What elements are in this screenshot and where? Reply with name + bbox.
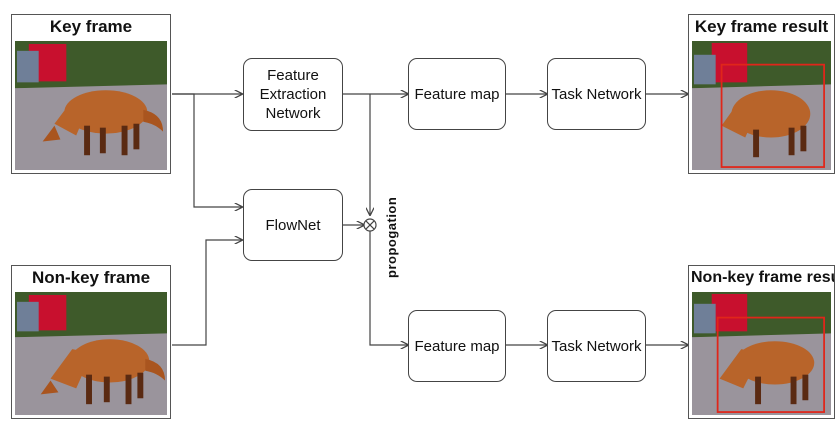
non-key-frame-panel: Non-key frame: [11, 265, 171, 419]
task-network-top-box: Task Network: [547, 58, 646, 130]
flownet-label: FlowNet: [265, 216, 321, 234]
detection-box: [720, 63, 825, 168]
feature-map-top-box: Feature map: [408, 58, 506, 130]
task-network-top-label: Task Network: [551, 85, 642, 103]
flownet-box: FlowNet: [243, 189, 343, 261]
feature-map-top-label: Feature map: [414, 85, 500, 103]
fox-photo-image: [692, 41, 831, 170]
task-network-bottom-label: Task Network: [551, 337, 642, 355]
arrow-nonkey-to-flownet: [172, 240, 242, 346]
fox-photo-image: [15, 41, 167, 170]
fox-photo-image: [15, 292, 167, 415]
task-network-bottom-box: Task Network: [547, 310, 646, 382]
feature-extraction-network-box: Feature Extraction Network: [243, 58, 343, 131]
key-frame-result-title: Key frame result: [694, 17, 829, 36]
key-frame-title: Key frame: [49, 17, 133, 36]
feature-map-bottom-box: Feature map: [408, 310, 506, 382]
non-key-frame-result-panel: Non-key frame result: [688, 265, 835, 419]
non-key-frame-result-title: Non-key frame result: [691, 269, 834, 286]
arrow-propagation-to-featuremap-bottom: [369, 231, 408, 345]
fox-photo-image: [692, 292, 831, 415]
key-frame-panel: Key frame: [11, 14, 171, 174]
detection-box: [716, 316, 825, 413]
arrow-key-to-flownet: [172, 93, 242, 207]
feature-extraction-network-label: Feature Extraction Network: [259, 67, 327, 122]
key-frame-result-panel: Key frame result: [688, 14, 835, 174]
non-key-frame-title: Non-key frame: [31, 268, 151, 287]
propagation-label: propogation: [384, 196, 399, 278]
propagation-multiply-icon: [363, 218, 377, 232]
feature-map-bottom-label: Feature map: [414, 337, 500, 355]
